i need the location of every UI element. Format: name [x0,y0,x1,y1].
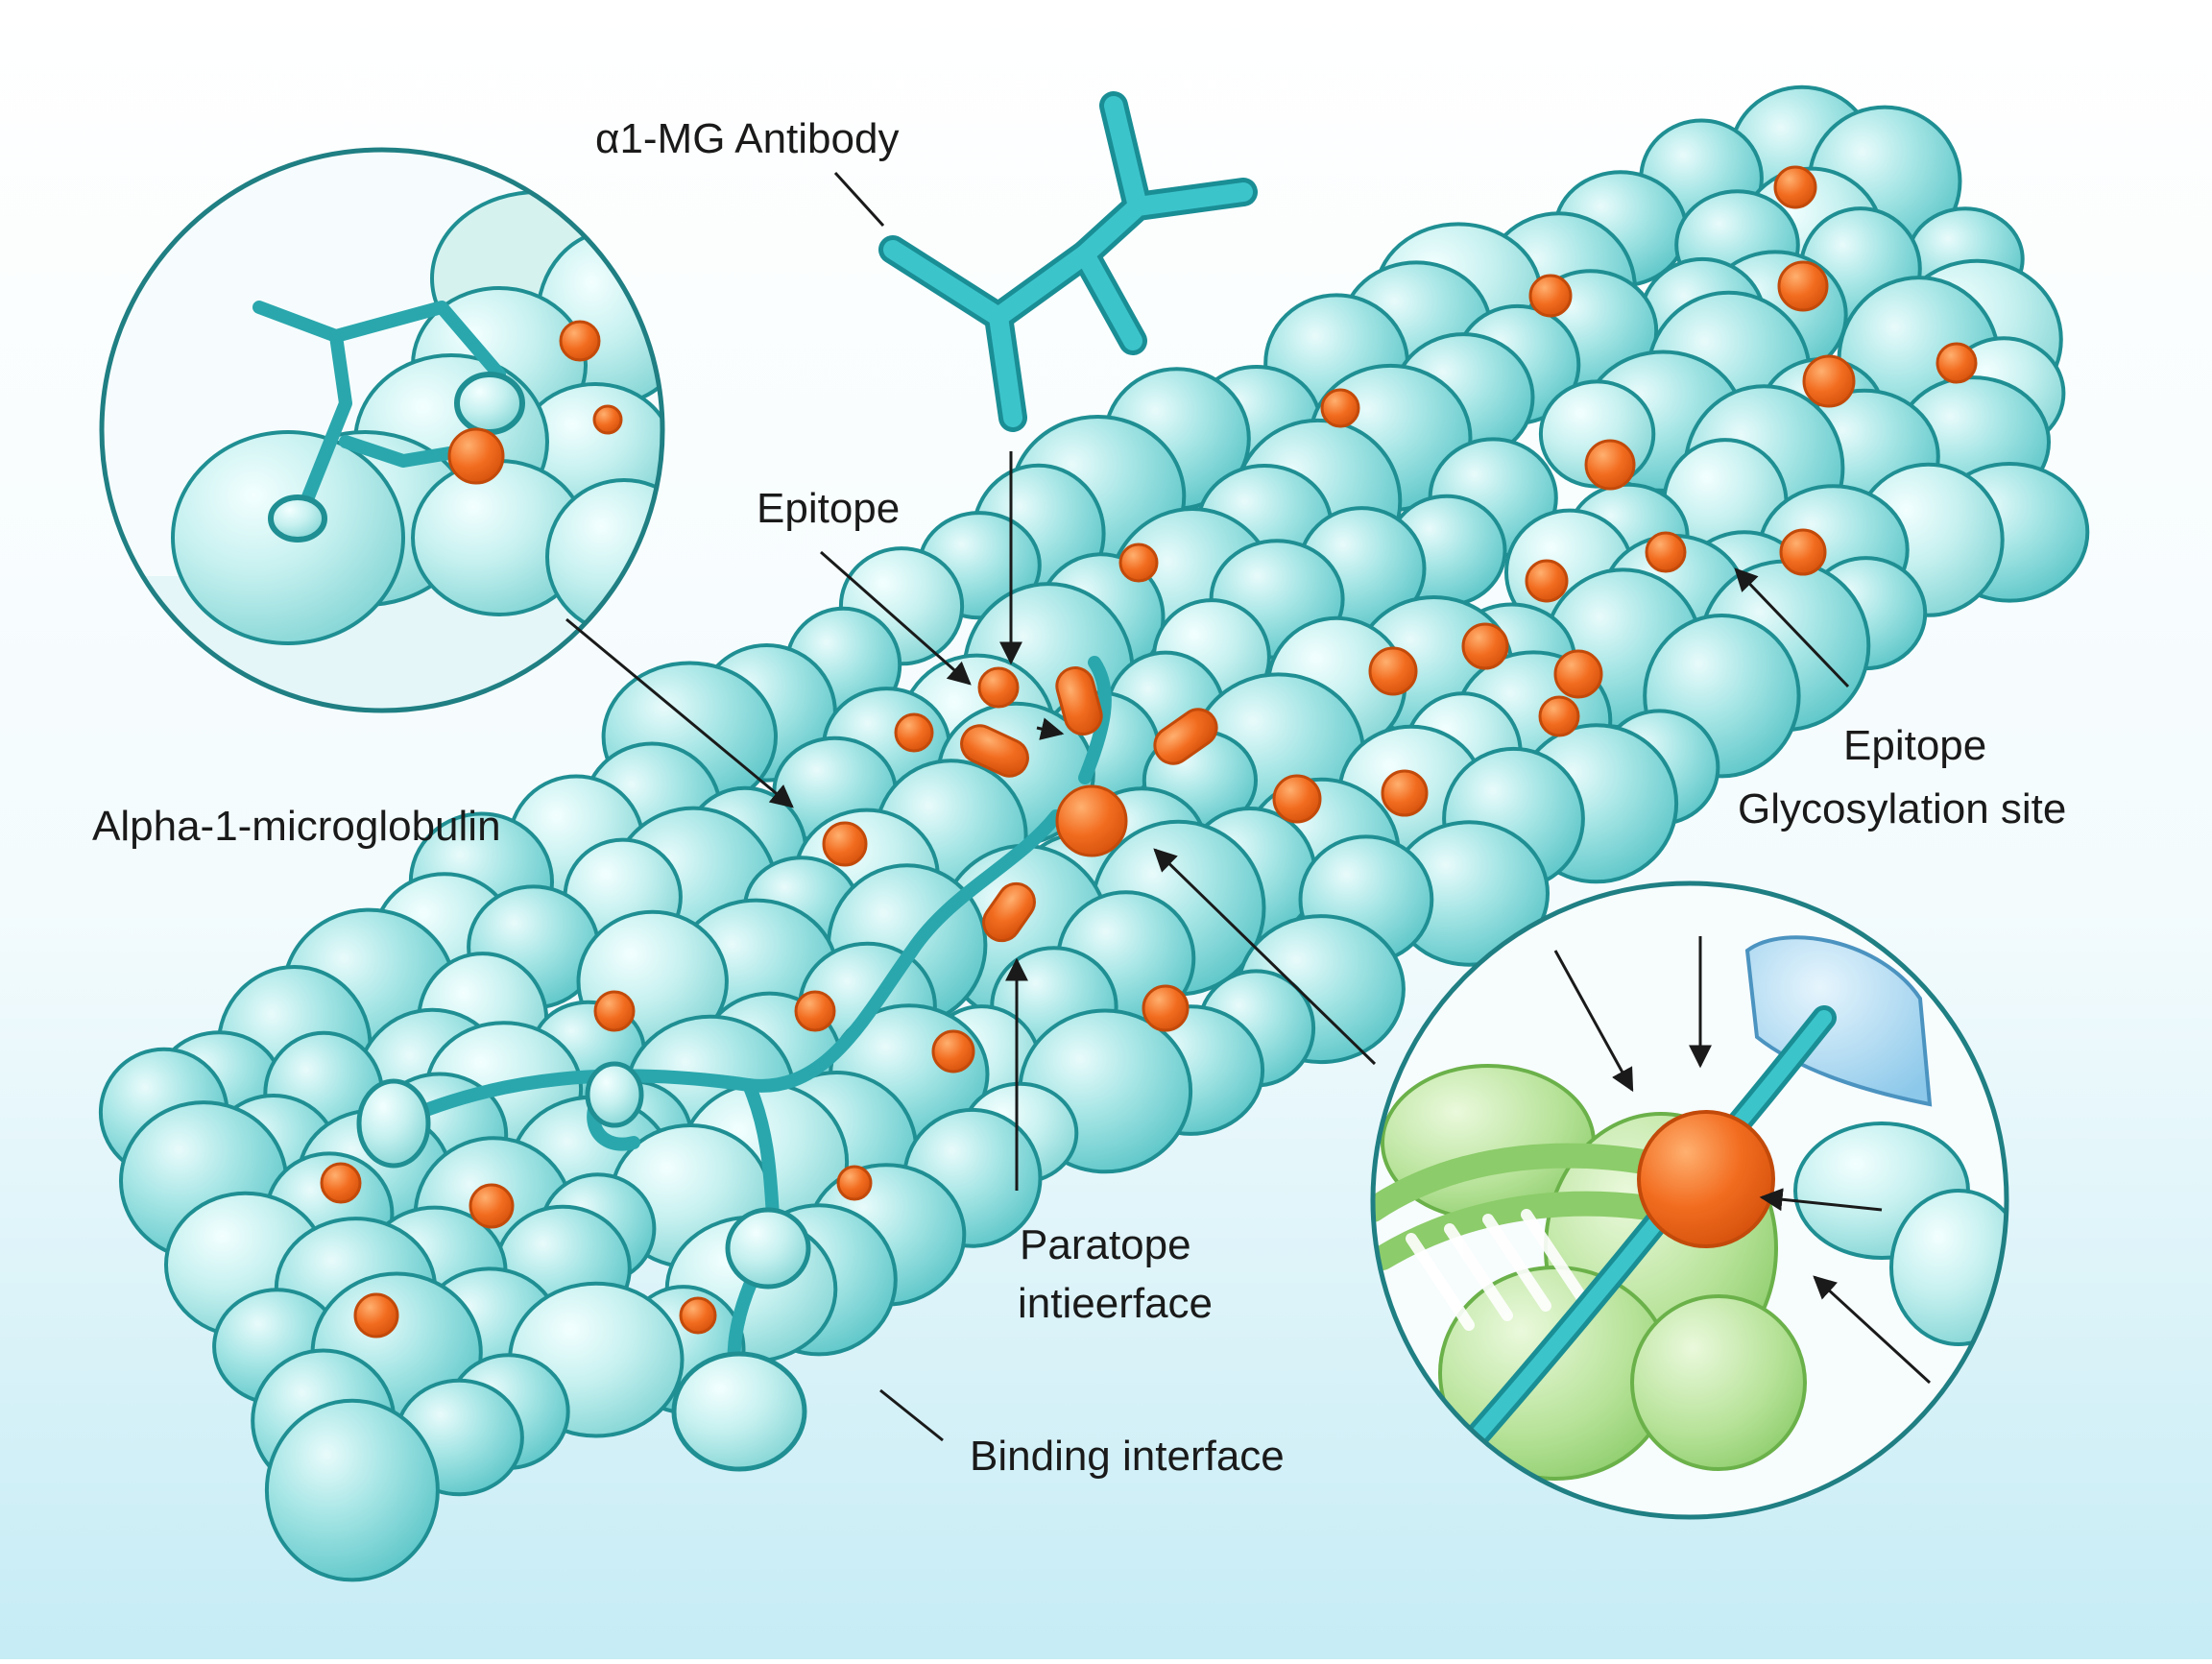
epitope-dot [1381,769,1429,817]
epitope-dot [1553,649,1603,699]
paratope-label-line2: intieerface [1018,1280,1214,1327]
epitope-dot [822,821,868,867]
epitope-dot [894,712,934,753]
epitope-dot [1525,559,1569,603]
epitope-dot [1773,165,1817,209]
epitope-dot [836,1165,873,1201]
epitope-dot [1538,695,1580,737]
antibody-icon [878,91,1258,432]
protein-bead [264,1398,440,1582]
epitope-dot [469,1183,515,1229]
alpha-1-microglobulin-protein [98,84,2090,1582]
epitope-dot [1118,543,1159,583]
binding-interface-label: Binding interface [970,1433,1285,1480]
epitope-label-top: Epitope [757,485,901,532]
epitope-dot [1320,388,1360,428]
leader-lines [565,171,1932,1442]
paratope-label-line1: Paratope [1020,1221,1191,1268]
epitope-dot [1272,774,1322,824]
epitope-dot [1142,984,1190,1032]
elongated-epitopes [960,666,1218,943]
epitope-dot [1461,622,1509,670]
epitope-label-right: Epitope [1843,722,1987,769]
right-inset-magnifier [1370,880,2009,1520]
epitope-dot [679,1296,717,1335]
epitope-dot [1777,260,1829,312]
antibody-label: α1-MG Antibody [595,115,900,162]
epitope-dot [1802,354,1856,408]
epitope-dot [931,1029,975,1073]
epitope-dot [977,666,1020,709]
alpha-1-microglobulin-label: Alpha-1-microglobulin [92,803,501,850]
epitope-dot [1528,274,1573,318]
left-inset-magnifier [99,147,665,713]
epitope-dot [1584,439,1636,491]
glycosylation-site-label: Glycosylation site [1738,785,2067,832]
epitope-dot [1645,531,1687,573]
epitope-dots [320,165,1978,1338]
central-epitope [1055,784,1128,857]
epitope-dot [794,990,836,1032]
backbone-nodes [356,1061,811,1472]
epitope-dot [1779,528,1827,576]
epitope-dot [353,1292,399,1338]
epitope-dot [593,990,636,1032]
epitope-dot [1368,646,1418,696]
epitope-dot [320,1162,362,1204]
epitope-dot [1936,342,1978,384]
